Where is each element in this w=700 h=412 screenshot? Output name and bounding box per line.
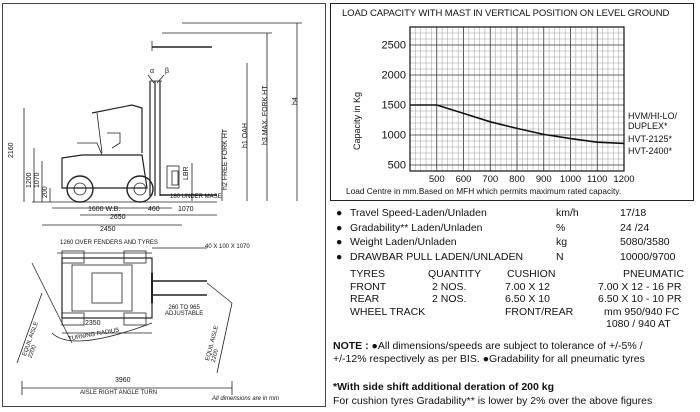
tyres-cell: 6.50 X 10	[505, 293, 550, 305]
tyres-header: PNEUMATIC	[623, 268, 685, 280]
label-over-fenders: 1260 OVER FENDERS AND TYRES	[60, 240, 158, 246]
load-capacity-chart: 500 600 700 800 900 1000 1100 1200 500 1000 1500 20…	[382, 26, 635, 185]
note-line-2: +/-12% respectively as per BIS. ●Gradabi…	[333, 353, 645, 365]
spec-value: 24 /24	[620, 221, 650, 234]
note-label: NOTE :	[333, 340, 369, 352]
spec-unit: %	[556, 221, 566, 234]
dim-wb: 1600 W.B.	[88, 206, 121, 213]
plot-border	[409, 26, 625, 172]
x-tick-label: 1000	[560, 174, 581, 185]
tyres-cell: 1080 / 940 AT	[606, 318, 671, 330]
tyres-cell: 7.00 X 12	[505, 280, 550, 293]
spec-unit: kg	[556, 236, 568, 248]
dim-h1: h1 OAH	[242, 123, 249, 148]
tyres-cell: 2 NOS.	[432, 280, 467, 293]
dim-460: 460	[148, 206, 160, 213]
y-tick-label: 2000	[382, 70, 406, 82]
x-tick-label: 500	[429, 174, 445, 185]
label-fork-size: 40 X 100 X 1070	[205, 244, 250, 250]
tyres-cell: REAR	[350, 293, 380, 305]
dim-lbr: LBR	[183, 166, 190, 180]
dim-2160: 2160	[8, 142, 15, 158]
tyres-header: QUANTITY	[428, 268, 482, 280]
dim-3960: 3960	[115, 377, 131, 384]
tyres-cell: WHEEL TRACK	[350, 305, 426, 318]
spec-unit: km/h	[556, 207, 579, 219]
label-aisle-turn: AISLE RIGHT ANGLE TURN	[80, 390, 158, 396]
tyres-header: CUSHION	[507, 268, 556, 280]
angle-alpha: α	[150, 68, 155, 75]
dim-h2: h2 FREE FORK HT	[222, 128, 229, 190]
dim-2450: 2450	[100, 226, 116, 233]
dim-180-under: 180 UNDER MASE	[170, 194, 222, 200]
tyres-cell: mm 950/940 FC	[604, 305, 680, 318]
drawing-frame	[2, 3, 326, 407]
y-tick-label: 2500	[382, 40, 406, 52]
spec-bullet: ●	[336, 221, 343, 234]
x-tick-label: 800	[509, 174, 525, 185]
cushion-note: For cushion tyres Gradability** is lower…	[333, 395, 653, 407]
y-tick-label: 1000	[382, 130, 406, 142]
tyres-cell: 7.00 X 12 - 16 PR	[598, 280, 682, 293]
x-tick-label: 900	[536, 174, 552, 185]
chart-xlabel: Load Centre in mm.Based on MFH which per…	[346, 186, 622, 196]
x-tick-label: 600	[456, 174, 472, 185]
spec-value: 5080/3580	[620, 236, 670, 248]
annotation-hvm: HVM/HI-LO/	[628, 111, 678, 121]
spec-value: 10000/9700	[620, 250, 676, 263]
dim-h3: h3 MAX. FORK HT	[262, 85, 269, 145]
y-tick-label: 1500	[382, 100, 406, 112]
x-tick-label: 700	[482, 174, 498, 185]
spec-bullet: ●	[336, 207, 343, 219]
dim-h4: h4	[292, 97, 299, 105]
angle-beta: β	[165, 68, 170, 75]
tyres-cell: FRONT	[350, 280, 387, 293]
spec-label: DRAWBAR PULL LADEN/UNLADEN	[350, 250, 524, 263]
y-tick-label: 500	[388, 160, 406, 172]
spec-bullet: ●	[336, 236, 343, 248]
x-tick-label: 1100	[587, 174, 607, 185]
dim-1070b: 1070	[178, 206, 194, 213]
spec-label: Travel Speed-Laden/Unladen	[350, 207, 487, 219]
dim-1070: 1070	[34, 172, 41, 188]
spec-label: Weight Laden/Unladen	[350, 236, 457, 248]
forklift-drawing	[16, 22, 302, 395]
dim-1200: 1200	[26, 172, 33, 188]
dim-200: 200	[42, 186, 49, 198]
tyres-cell: FRONT/REAR	[505, 305, 574, 318]
x-tick-label: 1200	[613, 174, 634, 185]
footnote-dimensions: All dimensions are in mm	[212, 396, 280, 402]
spec-value: 17/18	[620, 207, 647, 219]
annotation-hvt-2125: HVT-2125*	[628, 134, 673, 144]
dim-2350: 2350	[85, 320, 101, 327]
note-line-1: NOTE : ●All dimensions/speeds are subjec…	[333, 340, 643, 352]
annotation-hvt-2400: HVT-2400*	[628, 146, 673, 156]
spec-bullet: ●	[336, 250, 343, 263]
tyres-cell: 6.50 X 10 - 10 PR	[598, 293, 682, 305]
spec-unit: N	[556, 250, 564, 263]
chart-title: LOAD CAPACITY WITH MAST IN VERTICAL POSI…	[342, 8, 670, 19]
annotation-duplex: DUPLEX*	[628, 121, 668, 131]
tyres-header: TYRES	[350, 268, 386, 280]
spec-label: Gradability** Laden/Unladen	[350, 221, 483, 234]
capacity-line	[410, 104, 625, 145]
note-text: ●All dimensions/speeds are subject to to…	[371, 340, 643, 352]
side-shift-note: *With side shift additional deration of …	[333, 381, 555, 393]
label-adjustable: 260 TO 965 ADJUSTABLE	[165, 305, 204, 317]
dim-2650: 2650	[110, 214, 126, 221]
chart-frame	[330, 3, 694, 201]
tyres-cell: 2 NOS.	[432, 293, 467, 305]
